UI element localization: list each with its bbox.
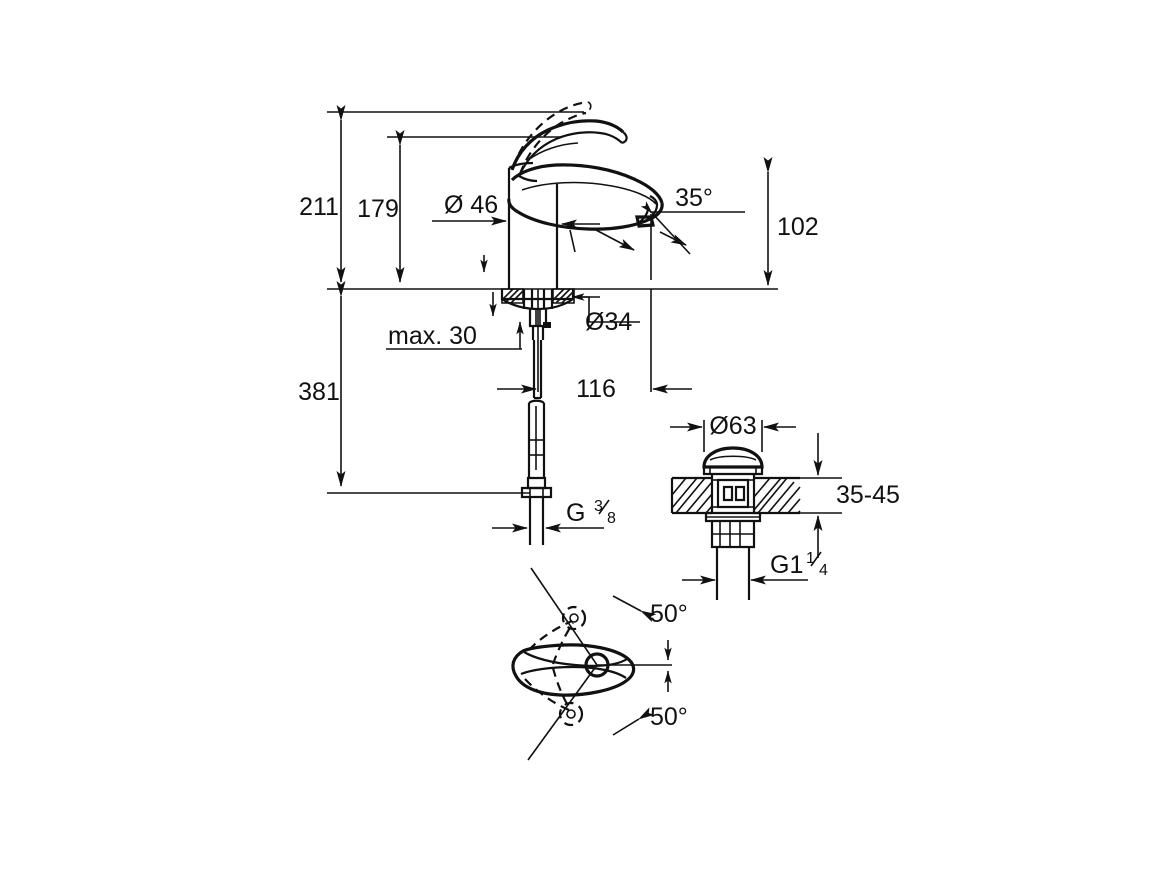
- dim-base-diameter: Ø34: [571, 293, 640, 336]
- dim-max-30: max. 30: [386, 292, 524, 350]
- waste-body: [704, 474, 762, 600]
- lever-ghost-pivot-lower: [558, 701, 584, 727]
- dim-g38-denominator: 8: [607, 510, 616, 527]
- dim-116-label: 116: [576, 375, 616, 403]
- dim-35deg-label: 35°: [675, 184, 713, 212]
- dim-116: 116: [497, 289, 692, 403]
- spout-and-lever: [507, 100, 664, 231]
- dim-179-label: 179: [357, 195, 399, 223]
- pop-up-waste-section: Ø63 35-45 G1 1 4: [670, 412, 900, 600]
- dim-50deg-lower-label: 50°: [650, 703, 688, 731]
- waste-hatch-left: [671, 477, 713, 514]
- dim-211: 211: [299, 105, 584, 283]
- dim-body-diameter: Ø 46: [432, 191, 507, 273]
- dim-50deg-upper-label: 50°: [650, 600, 688, 628]
- lever-ghost-pivot-lower-inner: [566, 709, 576, 719]
- elevation-dimensions: 211 179 Ø 46 35°: [298, 105, 819, 533]
- dim-g38-numerator: 3: [594, 498, 603, 515]
- lever-plan-outline: [511, 643, 672, 697]
- angle-ray-upper: [530, 567, 598, 666]
- lever-rotation-top-view: 50° 50°: [511, 567, 688, 761]
- lever-ghost-pivot-upper: [561, 605, 587, 631]
- dim-d46-label: Ø 46: [444, 191, 498, 219]
- dim-381-label: 381: [298, 378, 340, 406]
- dim-g114-numerator: 1: [806, 550, 815, 567]
- dim-waste-thread: G1 1 4: [682, 550, 828, 585]
- dim-waste-deck-range: 35-45: [762, 433, 900, 558]
- dim-102-label: 102: [777, 213, 819, 241]
- dim-102: 102: [763, 157, 819, 286]
- deck-hatch-left: [501, 288, 524, 304]
- dim-d63-label: Ø63: [709, 412, 756, 440]
- dim-381: 381: [298, 281, 530, 494]
- dim-g38-label: G: [566, 499, 585, 527]
- dim-179: 179: [357, 130, 560, 283]
- dim-waste-cap-diameter: Ø63: [670, 412, 796, 452]
- mixer-body: [507, 161, 559, 289]
- dim-35-45-label: 35-45: [836, 481, 900, 509]
- dim-supply-thread: G 3 8: [492, 498, 616, 533]
- dim-g114-denominator: 4: [819, 562, 828, 579]
- waste-cap: [702, 446, 764, 476]
- dim-max30-label: max. 30: [388, 322, 477, 350]
- dim-swivel-angle: 35°: [595, 184, 745, 280]
- dim-d34-label: Ø34: [585, 308, 632, 336]
- lever-ghost-pivot-upper-inner: [569, 613, 579, 623]
- dim-211-label: 211: [299, 193, 339, 221]
- waste-hatch-right: [753, 477, 801, 514]
- deck-hatch-right: [552, 288, 575, 304]
- supply-hose: [520, 340, 553, 545]
- dim-g114-label: G1: [770, 551, 803, 579]
- lever-angle-dimensions: 50° 50°: [527, 567, 688, 761]
- leader-body-inner: [561, 219, 600, 253]
- angle-ray-lower: [527, 664, 598, 761]
